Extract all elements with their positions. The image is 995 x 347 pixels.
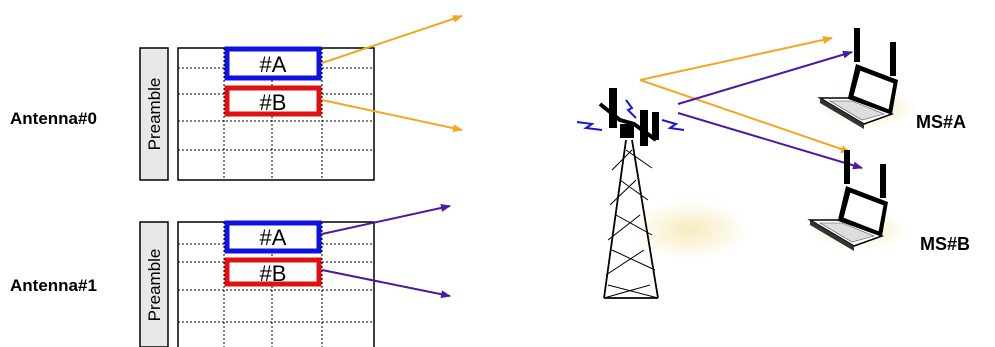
antenna-0-preamble-label: Preamble [145, 78, 164, 151]
antenna-1-arrow-b [321, 269, 451, 299]
ms-b-label: MS#B [920, 234, 970, 254]
antenna-0-group: Antenna#0 Preamble #A #B [10, 15, 463, 181]
antenna-1-slot-a [224, 220, 322, 254]
antenna-1-slot-b [224, 257, 322, 287]
base-station-tower-icon [598, 88, 750, 299]
antenna-0-slot-a [224, 46, 322, 81]
antenna-1-group: Antenna#1 Preamble #A #B [10, 204, 451, 347]
antenna-1-label: Antenna#1 [10, 276, 97, 295]
orange-beam-to-ms-a [639, 36, 833, 81]
antenna-0-arrow-b [321, 99, 463, 133]
antenna-0-slot-b-label: #B [260, 90, 287, 115]
antenna-0-label: Antenna#0 [10, 109, 97, 128]
antenna-0-arrow-a [321, 15, 463, 64]
antenna-1-preamble-label: Preamble [145, 249, 164, 322]
beam-arrows [639, 36, 863, 170]
laptop-icon [807, 150, 908, 251]
antenna-1-arrow-a [321, 204, 451, 235]
antenna-1-slot-a-label: #A [260, 225, 287, 250]
antenna-0-slot-a-label: #A [260, 52, 287, 77]
ms-a-label: MS#A [916, 112, 966, 132]
lightning-icon [576, 99, 685, 131]
orange-beam-to-ms-b [639, 79, 851, 153]
purple-beam-to-ms-a [677, 50, 853, 105]
antenna-1-preamble-box [139, 221, 169, 347]
antenna-0-preamble-box [139, 47, 169, 181]
purple-beam-to-ms-b [677, 112, 863, 170]
laptop-icon [817, 28, 918, 129]
antenna-0-slot-b [224, 85, 322, 117]
antenna-1-slot-b-label: #B [260, 261, 287, 286]
